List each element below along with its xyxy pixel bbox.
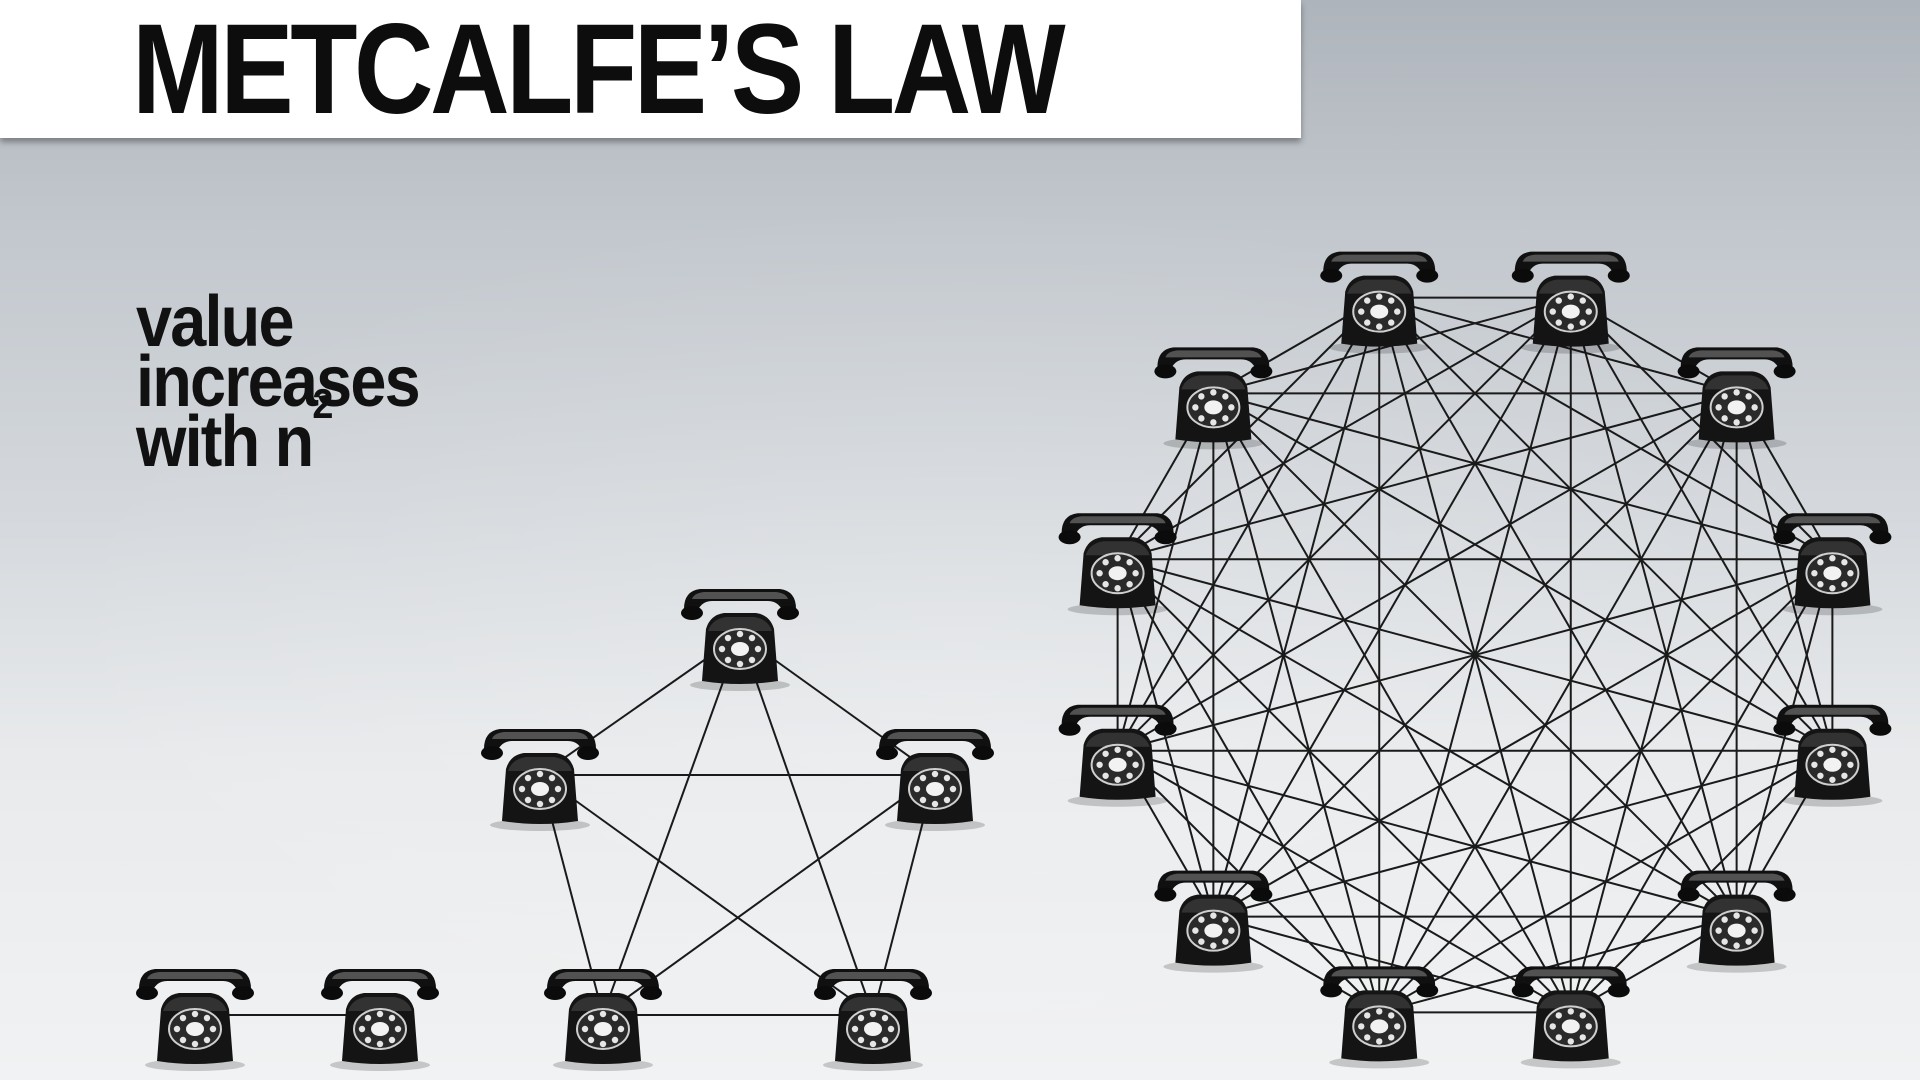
connection-line: [1213, 392, 1833, 561]
tagline-exponent: 2: [312, 380, 333, 427]
connection-line: [1117, 392, 1738, 752]
rotary-telephone-icon: [320, 968, 440, 1072]
connection-line: [1212, 558, 1833, 918]
rotary-telephone-icon: [680, 588, 800, 692]
connection-line: [1378, 392, 1738, 1013]
tagline: value increases with n2: [136, 282, 421, 479]
rotary-telephone-icon: [480, 728, 600, 832]
tagline-line-2: increases: [136, 342, 421, 422]
connection-line: [739, 634, 874, 1016]
network-5-nodes: [480, 588, 995, 1072]
connection-line: [602, 774, 936, 1016]
network-12-nodes: [1057, 250, 1893, 1070]
connection-line: [1212, 392, 1738, 918]
connection-line: [1212, 392, 1833, 752]
rotary-telephone-icon: [543, 968, 663, 1072]
connection-lines: [195, 296, 1834, 1016]
connection-line: [1213, 749, 1833, 918]
connection-line: [1212, 393, 1381, 1013]
connection-line: [539, 774, 874, 1016]
connection-line: [1378, 915, 1737, 1014]
connection-line: [1116, 393, 1215, 752]
title-banner: METCALFE’S LAW: [0, 0, 1301, 138]
telephone-nodes: [135, 250, 1893, 1072]
network-5-edges: [539, 634, 936, 1016]
connection-line: [1117, 749, 1737, 918]
rotary-telephone-icon: [875, 728, 995, 832]
network-2-nodes: [135, 968, 440, 1072]
page-title: METCALFE’S LAW: [132, 0, 1066, 141]
tagline-line-3-text: with n: [136, 402, 314, 482]
connection-line: [1213, 915, 1572, 1014]
connection-line: [1116, 558, 1572, 1014]
connection-line: [1117, 558, 1738, 918]
rotary-telephone-icon: [813, 968, 933, 1072]
tagline-line-1: value: [136, 282, 295, 362]
connection-line: [1116, 558, 1381, 1013]
connection-line: [1212, 392, 1572, 1013]
rotary-telephone-icon: [135, 968, 255, 1072]
connection-line: [1117, 392, 1737, 561]
tagline-line-3: with n2: [136, 383, 419, 479]
connection-line: [602, 634, 741, 1016]
connection-line: [1212, 297, 1572, 918]
connection-line: [1378, 297, 1738, 918]
connection-line: [1116, 558, 1215, 917]
